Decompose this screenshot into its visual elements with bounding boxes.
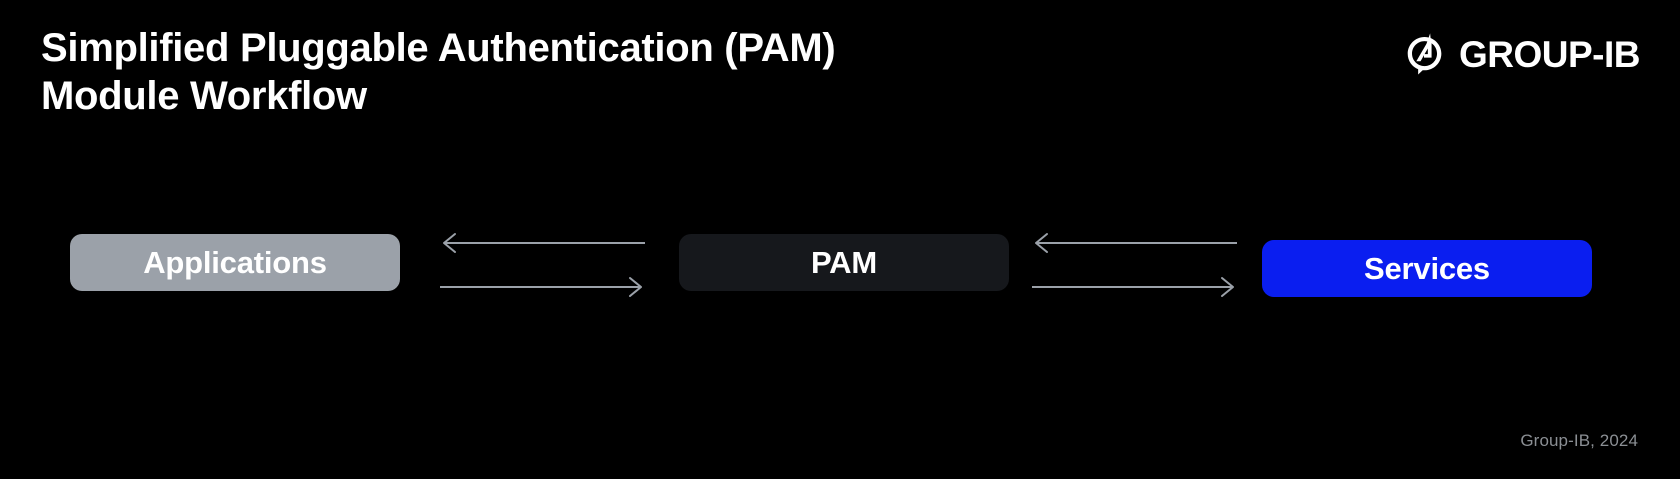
workflow-diagram: Applications PAM [0, 215, 1680, 325]
node-services: Services [1262, 240, 1592, 297]
arrow-left-icon [1035, 233, 1237, 253]
node-services-label: Services [1364, 250, 1490, 286]
connector-pam-services [1032, 229, 1237, 299]
group-ib-logo-icon [1401, 31, 1447, 77]
page-title: Simplified Pluggable Authentication (PAM… [41, 26, 836, 118]
arrow-right-icon [440, 277, 642, 297]
node-applications: Applications [70, 234, 400, 291]
node-applications-label: Applications [143, 244, 327, 280]
node-pam: PAM [679, 234, 1009, 291]
arrow-right-icon [1032, 277, 1234, 297]
node-pam-label: PAM [811, 244, 877, 280]
brand-wordmark: GROUP-IB [1459, 33, 1641, 75]
connector-applications-pam [440, 229, 645, 299]
arrow-left-icon [443, 233, 645, 253]
brand-logo: GROUP-IB [1401, 31, 1641, 77]
footer-credit: Group-IB, 2024 [1520, 431, 1638, 450]
